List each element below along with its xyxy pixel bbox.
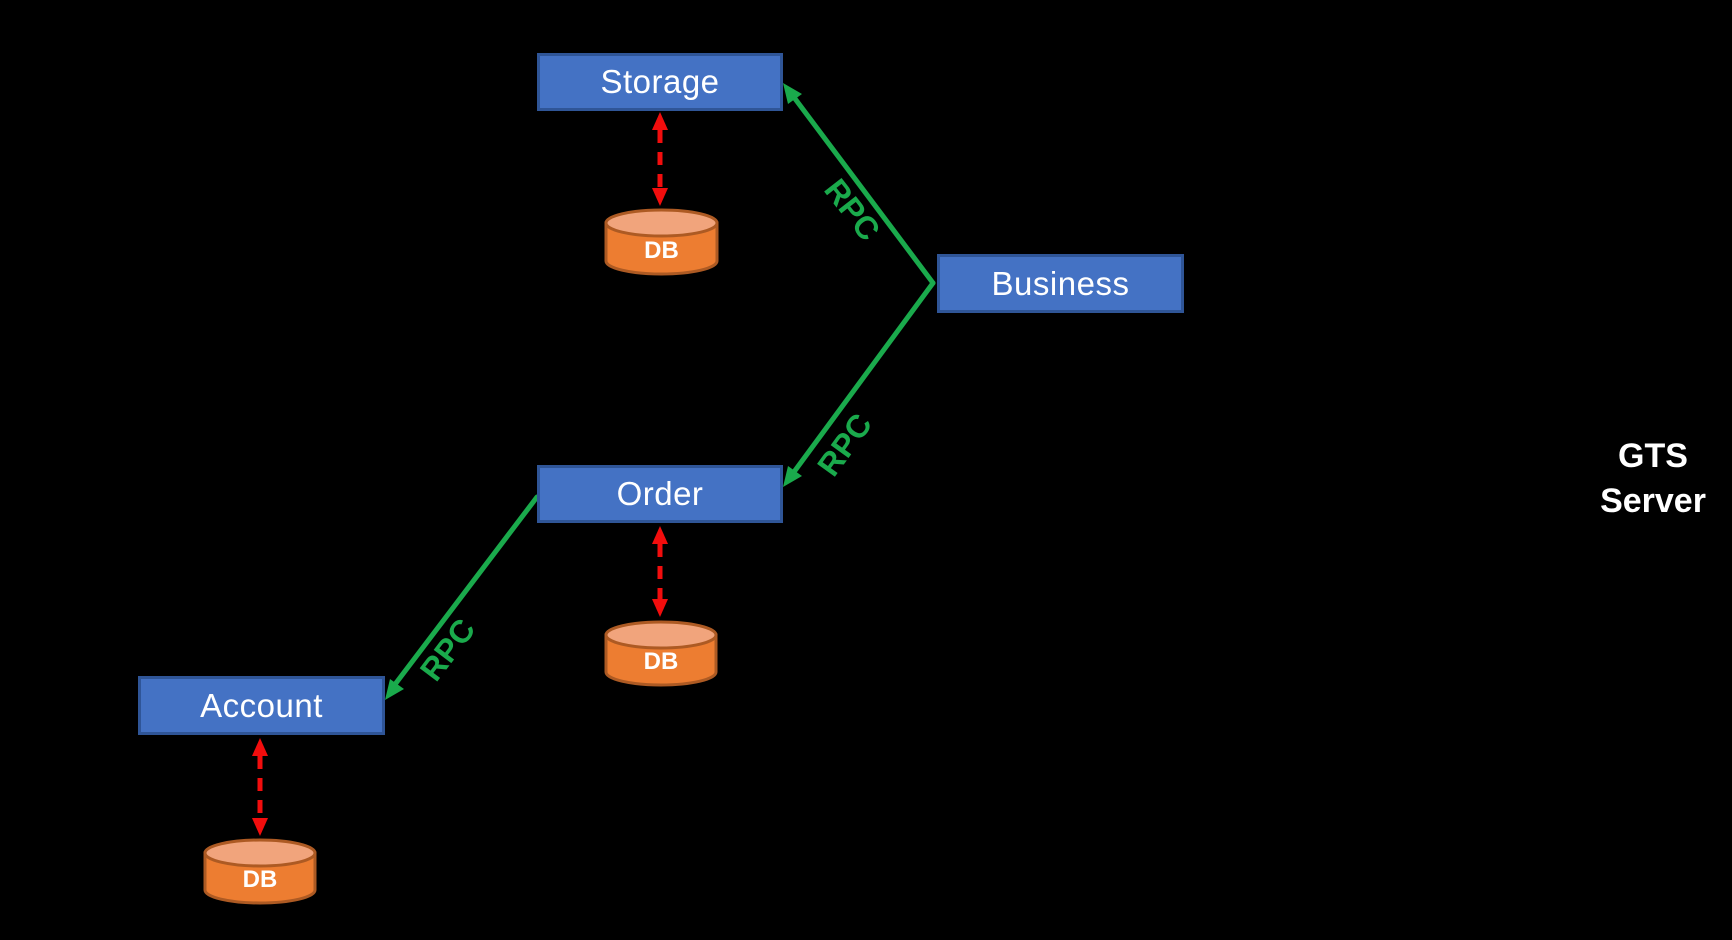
- gts-server-label: GTS Server: [1558, 434, 1732, 524]
- db-link-order: [652, 526, 668, 617]
- order-database-cylinder-icon: DB: [604, 620, 718, 687]
- node-storage: Storage: [537, 53, 783, 111]
- node-order-label: Order: [616, 475, 704, 512]
- account-database-cylinder-icon: DB: [203, 838, 317, 905]
- rpc-arrow-line: [788, 280, 936, 479]
- order-db-label: DB: [644, 648, 679, 675]
- node-business-label: Business: [991, 264, 1130, 302]
- gts-server-line1: GTS: [1618, 437, 1688, 475]
- node-account-label: Account: [200, 686, 323, 724]
- node-order: Order: [537, 465, 783, 523]
- rpc-arrow-business-to-order: [783, 280, 936, 487]
- rpc-arrow-line: [390, 494, 540, 690]
- arrowhead-icon: [652, 599, 668, 617]
- account-db-label: DB: [243, 866, 278, 893]
- gts-server-line2: Server: [1600, 482, 1706, 520]
- arrowhead-icon: [783, 466, 802, 487]
- arrowhead-icon: [652, 112, 668, 130]
- db-link-storage: [652, 112, 668, 206]
- node-storage-label: Storage: [600, 63, 720, 100]
- arrowhead-icon: [652, 188, 668, 206]
- arrowhead-icon: [783, 83, 802, 104]
- node-account: Account: [138, 676, 385, 735]
- cylinder-top: [203, 838, 317, 868]
- rpc-arrow-business-to-storage: [783, 83, 936, 286]
- cylinder-top: [604, 208, 719, 238]
- storage-db-label: DB: [644, 237, 679, 264]
- storage-database-cylinder-icon: DB: [604, 208, 719, 276]
- node-business: Business: [937, 254, 1184, 313]
- rpc-arrow-order-to-account: [385, 494, 540, 700]
- cylinder-top: [604, 620, 718, 650]
- arrowhead-icon: [252, 738, 268, 756]
- arrowhead-icon: [252, 818, 268, 836]
- db-link-account: [252, 738, 268, 836]
- rpc-arrow-line: [787, 89, 936, 286]
- arrowhead-icon: [652, 526, 668, 544]
- arrowhead-icon: [385, 679, 404, 700]
